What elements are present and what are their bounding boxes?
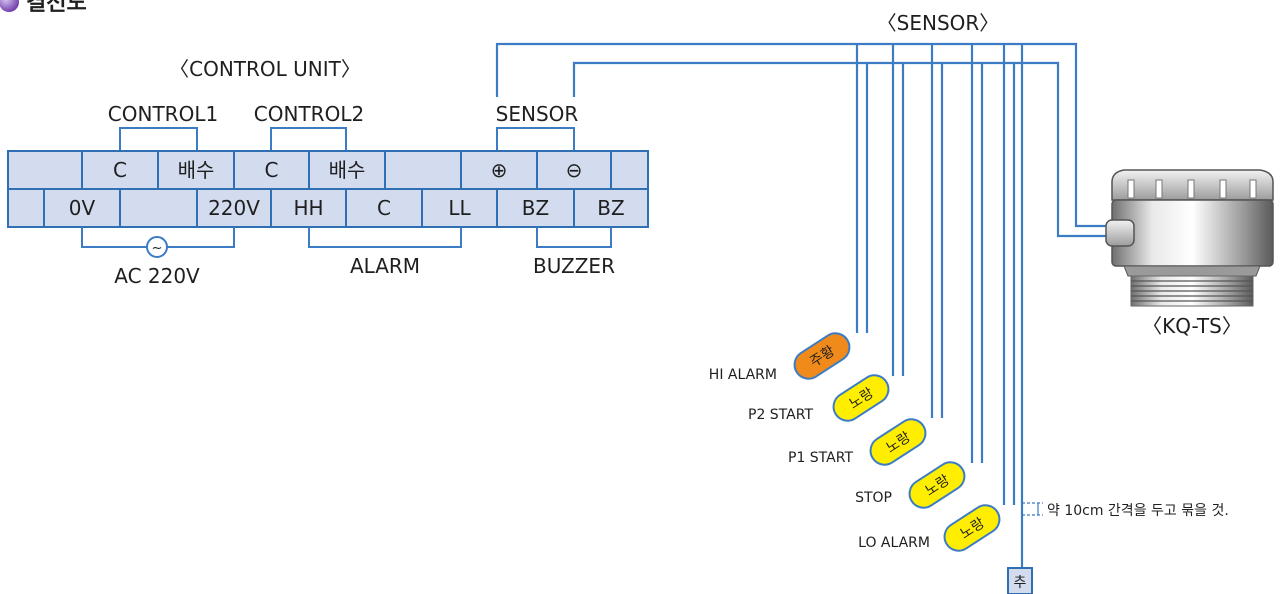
control1-label: CONTROL1 — [108, 102, 218, 126]
sensor-cap-rib — [1187, 179, 1195, 199]
wire-p2-start — [891, 44, 905, 376]
terminal-bottom-cell — [7, 188, 45, 228]
terminal-bottom-label: HH — [293, 196, 323, 220]
sensor-cap-rib — [1249, 179, 1257, 199]
terminal-bottom-label: 0V — [69, 196, 96, 220]
terminal-top-cell — [7, 150, 83, 190]
terminal-top-label: C — [265, 158, 279, 182]
sensor-cable-minus — [572, 61, 1106, 238]
sensor-bracket — [496, 127, 575, 151]
terminal-block: C 배수 C 배수 ⊕ ⊖ 0V 220V HH C LL BZ BZ — [7, 150, 649, 228]
terminal-bottom-label: BZ — [522, 196, 549, 220]
sensor-group-label: SENSOR — [496, 102, 579, 126]
weight-body — [1007, 567, 1033, 594]
float-body — [908, 461, 966, 509]
sensor-collar — [1123, 265, 1261, 277]
alarm-bracket — [308, 227, 462, 248]
wire-p1-start — [930, 44, 944, 418]
sensor-cap-rib — [1219, 179, 1227, 199]
page-header: 결선도 — [0, 0, 87, 16]
float-body — [943, 504, 1001, 552]
terminal-row-bottom: 0V 220V HH C LL BZ BZ — [7, 188, 649, 228]
float-stop: 노랑 — [908, 461, 966, 509]
control-unit-title: 〈CONTROL UNIT〉 — [169, 57, 361, 81]
terminal-bottom-cell — [119, 188, 198, 228]
sensor-cable-gland — [1105, 219, 1135, 247]
float-hi-alarm: 주황 — [793, 332, 851, 380]
label-lo-alarm: LO ALARM — [858, 535, 930, 551]
float-body — [869, 418, 927, 466]
label-stop: STOP — [855, 490, 892, 506]
ac-source-icon — [146, 236, 168, 258]
terminal-top-label: 배수 — [178, 158, 215, 182]
sensor-title: 〈SENSOR〉 — [877, 11, 1000, 35]
wire-hi-alarm — [855, 44, 869, 333]
float-body — [793, 332, 851, 380]
weight-label: 추 — [1014, 575, 1027, 591]
sensor-thread-lines — [1131, 280, 1253, 302]
terminal-top-cell — [610, 150, 649, 190]
page-title: 결선도 — [26, 0, 87, 16]
float-p2-start: 노랑 — [832, 374, 890, 422]
sensor-cap-rib — [1127, 179, 1135, 199]
power-label: AC 220V — [114, 264, 200, 288]
alarm-label: ALARM — [350, 254, 420, 278]
terminal-row-top: C 배수 C 배수 ⊕ ⊖ — [7, 150, 649, 190]
wire-lo-alarm — [1002, 44, 1016, 505]
spacing-note-text: 약 10cm 간격을 두고 묶을 것. — [1047, 503, 1229, 519]
label-p2-start: P2 START — [748, 407, 813, 423]
sensor-cap-rib — [1155, 179, 1163, 199]
sensor-thread — [1130, 275, 1254, 307]
sensor-housing — [1111, 199, 1274, 267]
float-p1-start: 노랑 — [869, 418, 927, 466]
buzzer-bracket — [536, 227, 612, 248]
group-labels: CONTROL1 CONTROL2 SENSOR — [108, 102, 579, 151]
wire-stop — [970, 44, 984, 463]
label-p1-start: P1 START — [788, 450, 853, 466]
terminal-top-label: 배수 — [329, 158, 366, 182]
control2-label: CONTROL2 — [254, 102, 364, 126]
sensor-model: 〈KQ-TS〉 — [1142, 314, 1242, 338]
control1-bracket — [119, 127, 198, 151]
float-lo-alarm: 노랑 — [943, 504, 1001, 552]
terminal-bottom-label: LL — [448, 196, 471, 220]
terminal-bottom-label: C — [377, 196, 391, 220]
terminal-bottom-label: BZ — [597, 196, 624, 220]
terminal-bottom-cell — [496, 188, 575, 228]
terminal-top-label: ⊖ — [566, 158, 583, 182]
terminal-top-cell — [536, 150, 612, 190]
bottom-brackets: ~ AC 220V ALARM BUZZER — [81, 227, 615, 288]
weight: 추 — [1007, 567, 1033, 594]
sensor-cables — [495, 42, 1106, 238]
sensor-cable-plus — [495, 42, 1106, 228]
terminal-top-label: ⊕ — [491, 158, 508, 182]
terminal-top-label: C — [113, 158, 127, 182]
terminal-bottom-label: 220V — [208, 196, 260, 220]
sensor-body: 〈KQ-TS〉 — [1105, 169, 1274, 338]
float-body — [832, 374, 890, 422]
spacing-note: 약 10cm 간격을 두고 묶을 것. — [1022, 502, 1229, 519]
terminal-bottom-cell — [196, 188, 272, 228]
terminal-top-cell — [384, 150, 462, 190]
power-bracket — [81, 227, 235, 248]
float-switches: 주황 HI ALARM 노랑 P2 START 노랑 P1 START 노랑 S… — [709, 332, 1001, 552]
buzzer-label: BUZZER — [533, 254, 615, 278]
terminal-bottom-cell — [345, 188, 423, 228]
control2-bracket — [270, 127, 347, 151]
ac-symbol: ~ — [152, 241, 163, 256]
float-wires — [855, 44, 1024, 568]
label-hi-alarm: HI ALARM — [709, 367, 777, 383]
header-bullet-icon — [0, 0, 19, 12]
